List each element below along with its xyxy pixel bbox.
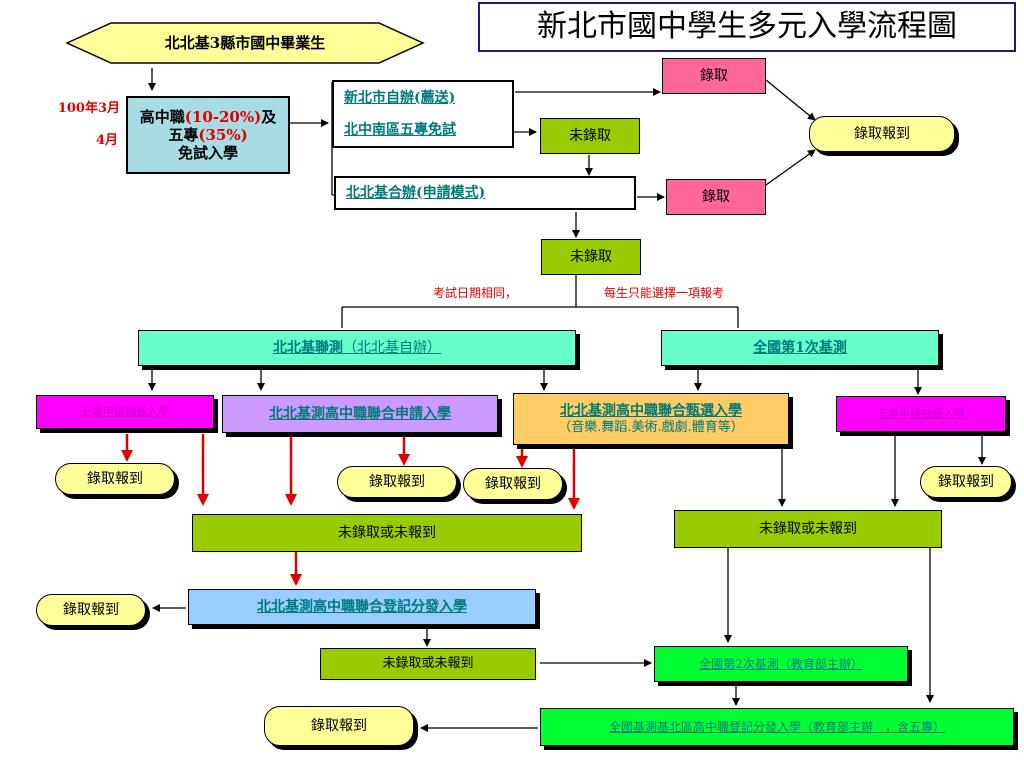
xinbei-self-run-link[interactable]: 新北市自辦(薦送) [344, 89, 456, 106]
five-year-apply-right: 五專申請抽籤入學 [836, 396, 1006, 432]
exam-free-entry-box: 高中職(10-20%)及 五專(35%) 免試入學 [126, 96, 290, 174]
five-year-free-link[interactable]: 北中南區五專免試 [344, 121, 456, 138]
bbj-joint-box: 北北基合辦(申請模式) [334, 176, 636, 210]
bbj-apply-link[interactable]: 北北基測高中職聯合申請入學 [269, 405, 451, 422]
date-march: 100年3月 [57, 101, 120, 117]
national-test-1-link[interactable]: 全國第1次基測 [753, 339, 847, 356]
admitted-box-2: 錄取 [666, 179, 766, 215]
graduates-hexagon [65, 22, 425, 64]
bbj-test-box: 北北基聯測（北北基自辦） [138, 330, 576, 366]
bbj-joint-link[interactable]: 北北基合辦(申請模式) [346, 184, 486, 201]
report-pill-select: 錄取報到 [463, 468, 563, 500]
national-test-2-box: 全國第2次基測（教育部主辦） [654, 646, 908, 682]
not-admitted-or-report-left: 未錄取或未報到 [192, 514, 582, 552]
bbj-select-box: 北北基測高中職聯合甄選入學 （音樂.舞蹈.美術.戲劇.體育等） [513, 393, 789, 445]
bbj-apply-box: 北北基測高中職聯合申請入學 [222, 395, 498, 433]
national-test-1-box: 全國第1次基測 [661, 330, 939, 366]
note-same-date: 考試日期相同， [433, 286, 518, 300]
not-admitted-or-report-lower: 未錄取或未報到 [320, 648, 536, 680]
national-test-2-link[interactable]: 全國第2次基測（教育部主辦） [699, 656, 863, 671]
report-pill-register: 錄取報到 [36, 594, 146, 626]
national-register-box: 全國基測基北區高中職登記分發入學（教育部主辦 ，含五專） [540, 708, 1014, 746]
date-april: 4月 [95, 133, 118, 149]
not-admitted-box-2: 未錄取 [541, 239, 641, 275]
bbj-select-link[interactable]: 北北基測高中職聯合甄選入學 [560, 402, 742, 419]
report-pill-apply: 錄取報到 [337, 466, 457, 498]
bbj-register-box: 北北基測高中職聯合登記分發入學 [188, 589, 536, 625]
xinbei-options-box: 新北市自辦(薦送) 北中南區五專免試 [332, 80, 514, 148]
report-pill-bottom: 錄取報到 [264, 706, 414, 746]
report-pill-left: 錄取報到 [55, 463, 175, 495]
national-register-link[interactable]: 全國基測基北區高中職登記分發入學（教育部主辦 ，含五專） [608, 719, 946, 734]
bbj-test-link[interactable]: 北北基聯測（北北基自辦） [273, 339, 441, 356]
page-title: 新北市國中學生多元入學流程圖 [478, 2, 1016, 52]
bbj-register-link[interactable]: 北北基測高中職聯合登記分發入學 [257, 598, 467, 615]
note-one-choice: 每生只能選擇一項報考 [604, 286, 725, 300]
admitted-box-1: 錄取 [662, 58, 766, 94]
report-pill-top: 錄取報到 [809, 116, 955, 152]
not-admitted-or-report-right: 未錄取或未報到 [674, 510, 942, 548]
five-year-apply-left: 五專申請抽籤入學 [36, 395, 214, 429]
report-pill-right: 錄取報到 [920, 466, 1012, 498]
not-admitted-box-1: 未錄取 [540, 118, 640, 154]
graduates-label: 北北基3縣市國中畢業生 [164, 34, 326, 52]
